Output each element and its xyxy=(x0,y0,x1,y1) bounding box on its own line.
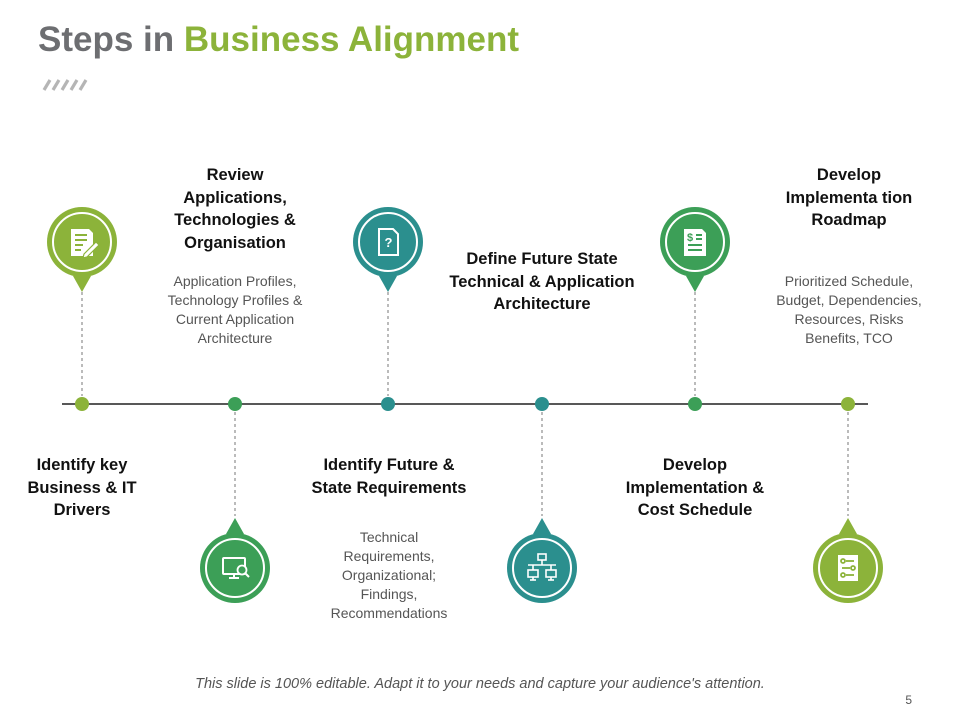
monitor-search-icon xyxy=(222,557,250,579)
page-number: 5 xyxy=(905,693,912,707)
roadmap-document-icon xyxy=(838,555,858,581)
timeline-dot-4 xyxy=(535,397,549,411)
step-3-pin: ? xyxy=(353,207,423,292)
step-2-heading: Review Applications, Technologies & Orga… xyxy=(174,166,296,252)
step-2-description: Application Profiles, Technology Profile… xyxy=(167,273,303,346)
step-1-heading: Identify key Business & IT Drivers xyxy=(27,456,137,519)
step-5-heading: Develop Implementation & Cost Schedule xyxy=(625,456,765,519)
svg-text:$: $ xyxy=(687,232,693,244)
step-1-pin xyxy=(47,207,117,292)
timeline-dot-5 xyxy=(688,397,702,411)
timeline-dot-3 xyxy=(381,397,395,411)
step-3-description: Technical Requirements, Organizational; … xyxy=(330,529,448,621)
footer-note: This slide is 100% editable. Adapt it to… xyxy=(195,676,765,692)
dollar-document-icon: $ xyxy=(684,229,706,256)
step-4-pin xyxy=(507,518,577,603)
timeline-dot-6 xyxy=(841,397,855,411)
step-5-pin: $ xyxy=(660,207,730,292)
svg-text:?: ? xyxy=(385,235,393,250)
timeline-dot-1 xyxy=(75,397,89,411)
title-hatch-decoration xyxy=(42,79,88,91)
step-6-description: Prioritized Schedule, Budget, Dependenci… xyxy=(776,273,922,346)
step-6-heading: Develop Implementa tion Roadmap xyxy=(785,166,913,229)
title-part-2: Business Alignment xyxy=(183,20,520,59)
step-4-heading: Define Future State Technical & Applicat… xyxy=(449,250,635,313)
document-edit-icon xyxy=(71,229,100,259)
step-6-pin xyxy=(813,518,883,603)
slide-title: Steps in Business Alignment xyxy=(38,20,519,60)
step-3-heading: Identify Future & State Requirements xyxy=(311,456,467,497)
title-part-1: Steps in xyxy=(38,20,175,59)
step-2-pin xyxy=(200,518,270,603)
document-question-icon: ? xyxy=(378,228,399,256)
timeline-dot-2 xyxy=(228,397,242,411)
network-icon xyxy=(527,553,557,581)
